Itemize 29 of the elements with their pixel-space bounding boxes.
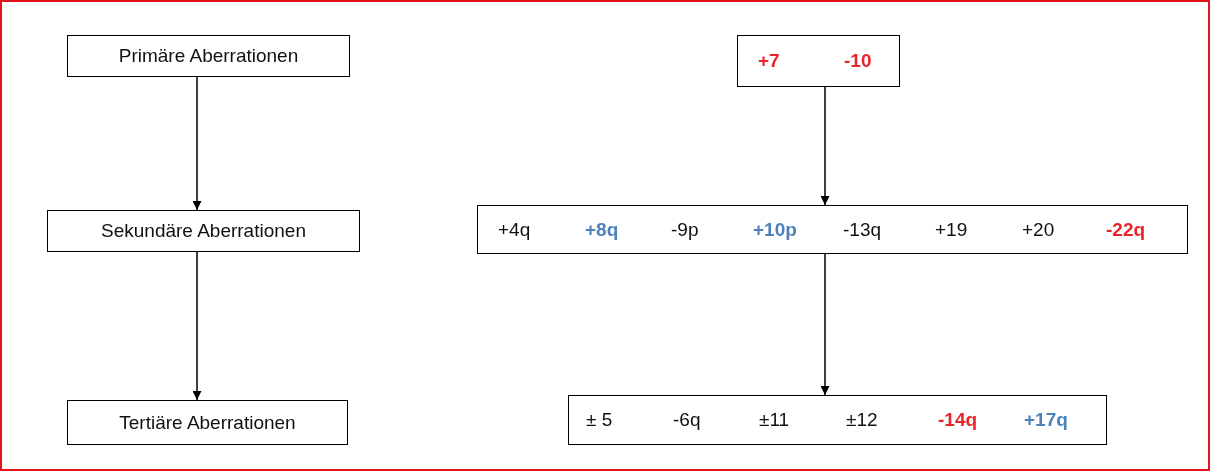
node-label: ±12: [846, 409, 878, 431]
node-label: -10: [844, 50, 872, 72]
node-label: -14q: [938, 409, 978, 431]
arrow: [192, 76, 202, 211]
node-label: Tertiäre Aberrationen: [118, 411, 297, 434]
process-box: [47, 210, 360, 252]
node-label: +4q: [498, 218, 531, 241]
node-label: -9p: [671, 218, 699, 241]
node-label: -6q: [673, 409, 701, 431]
node-label: +8q: [585, 218, 619, 241]
process-box: [477, 205, 1188, 254]
node-label: -22q: [1106, 218, 1146, 241]
node-label: ± 5: [586, 409, 613, 431]
node-label: +7: [758, 50, 780, 72]
arrow: [192, 251, 202, 401]
process-box: [67, 400, 348, 445]
node-label: Sekundäre Aberrationen: [100, 220, 307, 242]
process-box: [568, 395, 1107, 445]
node-label: -13q: [843, 218, 882, 241]
node-label: ±11: [759, 409, 790, 431]
process-box: [737, 35, 900, 87]
node-label: Primäre Aberrationen: [117, 45, 300, 67]
node-label: +20: [1022, 218, 1055, 241]
node-label: +17q: [1024, 409, 1068, 431]
process-box: [67, 35, 350, 77]
node-label: +19: [935, 218, 968, 241]
node-label: +10p: [753, 218, 797, 241]
arrow: [820, 86, 830, 206]
arrow: [820, 253, 830, 396]
